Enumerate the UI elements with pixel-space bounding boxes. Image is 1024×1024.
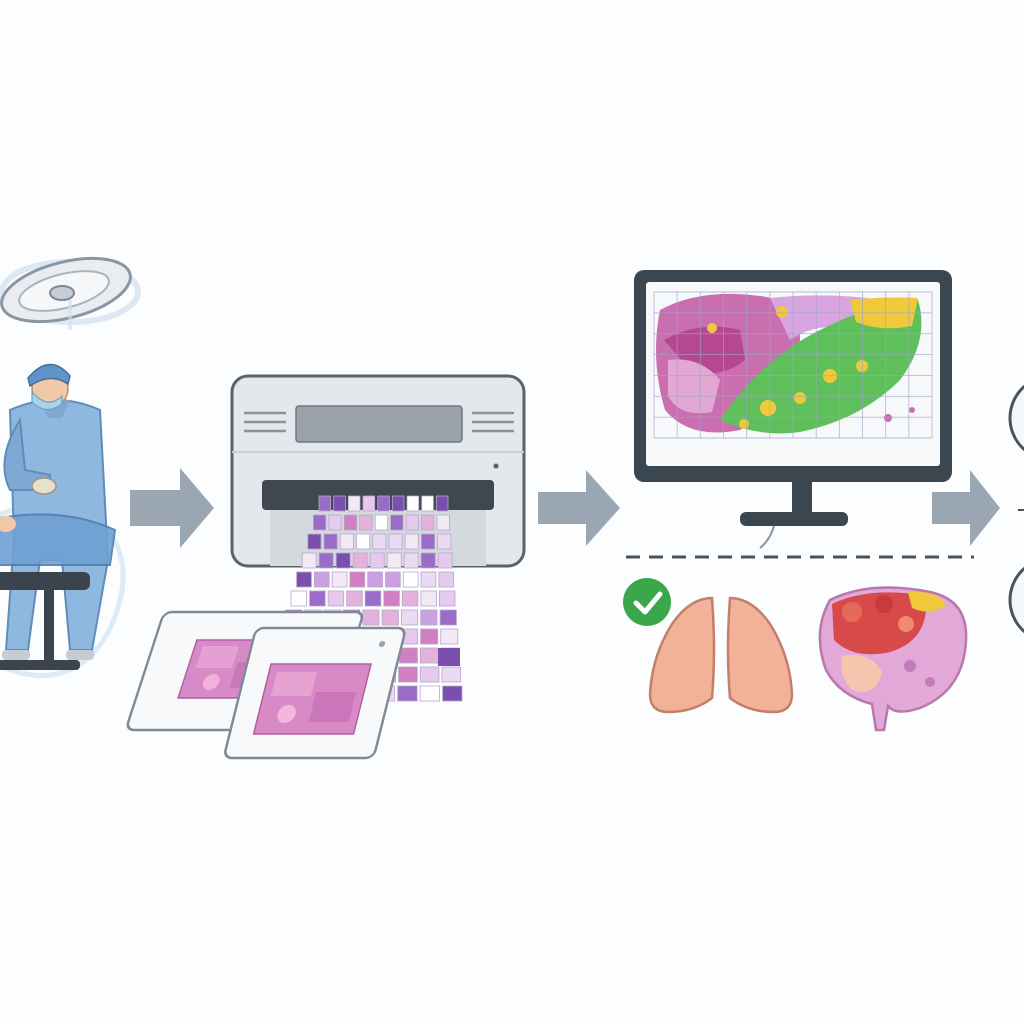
- tissue-tile: [307, 533, 322, 550]
- tissue-tile: [437, 552, 453, 569]
- tissue-tile: [367, 571, 383, 588]
- tissue-tile: [343, 514, 358, 531]
- tissue-tile: [333, 495, 346, 512]
- tissue-tile: [301, 552, 317, 569]
- tissue-tile: [328, 514, 342, 531]
- tissue-tile: [346, 590, 363, 607]
- tissue-tile: [359, 514, 373, 531]
- tissue-tile: [435, 495, 449, 512]
- tissue-tile: [312, 514, 327, 531]
- tissue-tile: [296, 571, 312, 588]
- tissue-tile: [397, 685, 418, 702]
- arrow-right-icon: [538, 470, 620, 546]
- tissue-tile: [419, 666, 440, 683]
- tissue-tile: [331, 571, 348, 588]
- tissue-tile: [419, 647, 439, 664]
- tissue-tile: [440, 628, 459, 645]
- tissue-tile: [420, 609, 438, 626]
- lungs-icon: [648, 596, 794, 714]
- tissue-tile: [401, 590, 419, 607]
- tissue-tile: [385, 571, 401, 588]
- tissue-tile: [313, 571, 330, 588]
- arrow-right-icon: [932, 470, 1000, 546]
- tissue-tile: [335, 552, 351, 569]
- tissue-tile: [362, 609, 380, 626]
- tissue-tile: [372, 533, 387, 550]
- tissue-tile: [420, 533, 435, 550]
- tissue-tile: [404, 533, 419, 550]
- tissue-tile: [421, 495, 434, 512]
- tissue-tile: [309, 590, 326, 607]
- tissue-tile: [421, 514, 435, 531]
- tissue-tile: [356, 533, 371, 550]
- tissue-tile: [442, 685, 463, 702]
- tissue-tile: [420, 552, 436, 569]
- tissue-tile: [352, 552, 368, 569]
- tissue-tile: [420, 628, 439, 645]
- tissue-tile: [420, 590, 437, 607]
- tissue-tile: [374, 514, 389, 531]
- tissue-tile: [438, 590, 456, 607]
- tissue-tile: [437, 533, 452, 550]
- tissue-tile: [399, 647, 418, 664]
- tissue-tile: [420, 571, 437, 588]
- tissue-tile: [290, 590, 308, 607]
- tissue-tile: [388, 533, 403, 550]
- tissue-tile: [386, 552, 402, 569]
- check-icon: [623, 578, 671, 626]
- operating-table: [0, 513, 117, 670]
- tissue-tile: [383, 590, 400, 607]
- arrow-right-icon: [130, 468, 214, 548]
- outcome-circle-top: [1008, 384, 1024, 452]
- tissue-tile: [441, 666, 461, 683]
- tissue-tile: [419, 685, 440, 702]
- tissue-tile: [364, 590, 382, 607]
- surgical-lamp-icon: [0, 256, 141, 330]
- tissue-tile: [403, 552, 419, 569]
- tissue-tile: [339, 533, 354, 550]
- tissue-tile: [362, 495, 376, 512]
- slide-scanner-icon: [230, 374, 526, 568]
- tissue-heatmap: [653, 291, 933, 439]
- glass-slide-2: [224, 626, 406, 760]
- tissue-tile: [436, 514, 450, 531]
- outcome-circle-bottom: [1008, 566, 1024, 634]
- screen-grid: [653, 291, 933, 439]
- tissue-tile: [318, 495, 332, 512]
- tissue-tile: [390, 514, 404, 531]
- tissue-tile: [381, 609, 399, 626]
- tissue-tile: [405, 514, 419, 531]
- tissue-tile: [439, 609, 457, 626]
- tissue-tile: [402, 571, 419, 588]
- tissue-tile: [377, 495, 390, 512]
- tissue-tile: [323, 533, 338, 550]
- tissue-tile: [406, 495, 420, 512]
- tumor-organ-icon: [818, 586, 968, 732]
- tissue-tile: [398, 666, 418, 683]
- tissue-tile: [318, 552, 334, 569]
- tissue-tile: [349, 571, 366, 588]
- tissue-tile: [391, 495, 405, 512]
- tissue-tile: [327, 590, 345, 607]
- tissue-tile: [347, 495, 361, 512]
- tissue-tile: [438, 648, 460, 666]
- tissue-tile: [369, 552, 385, 569]
- tissue-tile: [400, 609, 419, 626]
- tissue-tile: [438, 571, 454, 588]
